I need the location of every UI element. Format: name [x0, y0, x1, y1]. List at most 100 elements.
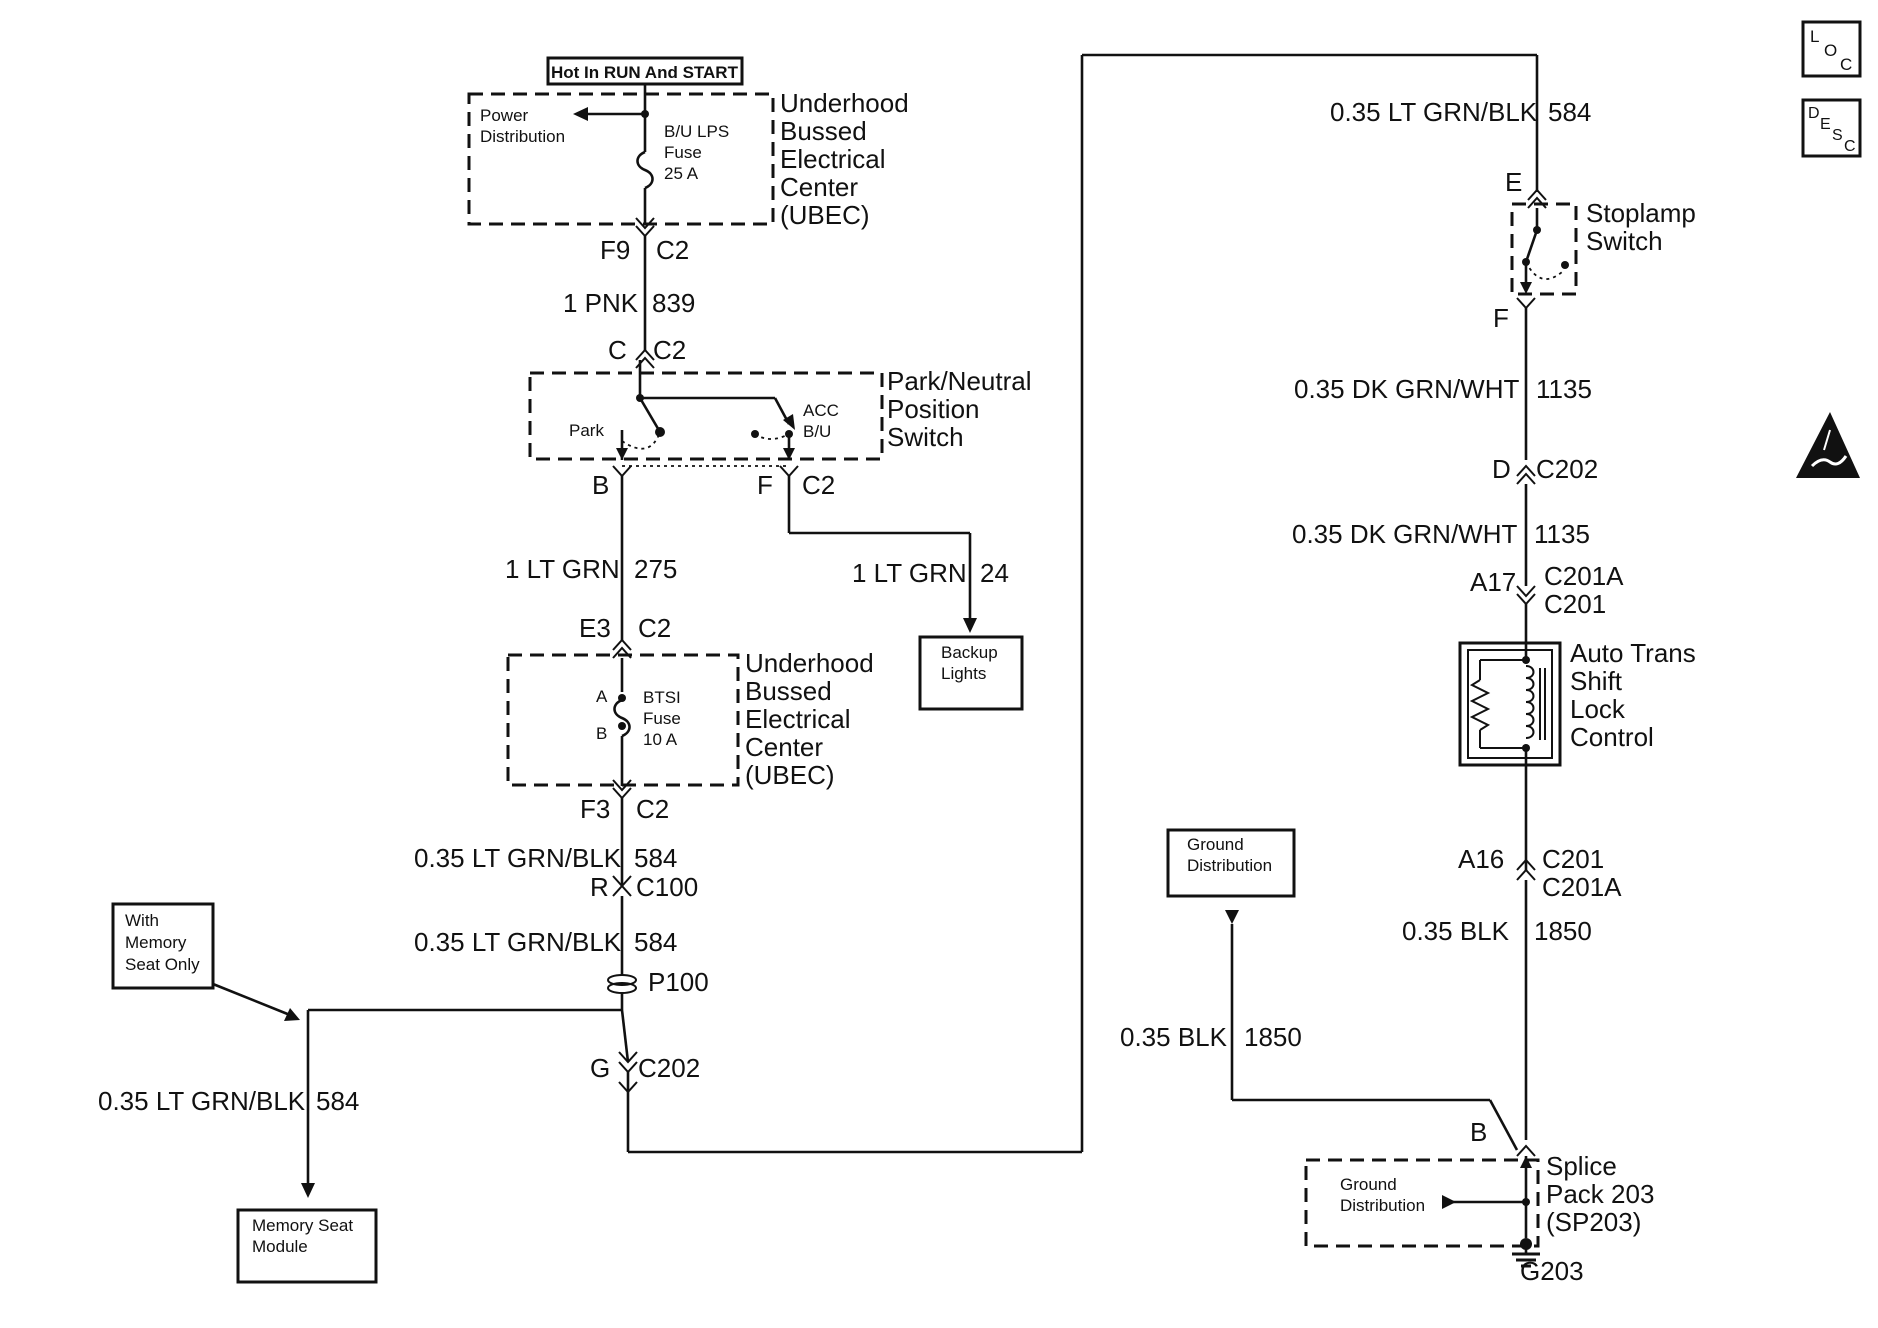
memory-seat-label-1: Memory Seat	[252, 1216, 353, 1235]
svg-text:D: D	[1808, 105, 1820, 122]
dgw-circuit-label-1: 1135	[1536, 374, 1592, 404]
park-label: Park	[569, 421, 604, 440]
shift-lock-coil	[1525, 665, 1535, 739]
svg-text:C: C	[1840, 55, 1852, 74]
blk-circuit-label-1: 1850	[1534, 916, 1592, 946]
svg-text:C: C	[1844, 138, 1856, 155]
stoplamp-label-1: Stoplamp	[1586, 198, 1696, 228]
lgb-circuit-label-2: 584	[634, 927, 677, 957]
c100-label: C100	[636, 872, 698, 902]
shift-lock-resistor	[1469, 679, 1491, 731]
c2-label-a: C2	[656, 235, 689, 265]
with-memory-label-3: Seat Only	[125, 955, 200, 974]
blk-circuit-label-2: 1850	[1244, 1022, 1302, 1052]
p100-label: P100	[648, 967, 709, 997]
splice-label-1: Splice	[1546, 1151, 1617, 1181]
conn-d-label: D	[1492, 454, 1511, 484]
ats-label-3: Lock	[1570, 694, 1626, 724]
with-memory-seat-box	[111, 902, 215, 990]
ubec-top-label-1: Underhood	[780, 88, 909, 118]
backup-lights-box	[918, 635, 1024, 711]
conn-b-label: B	[592, 470, 609, 500]
backup-lights-label-1: Backup	[941, 643, 998, 662]
pnk-circuit-label: 839	[652, 288, 695, 318]
conn-e-label: E	[1505, 167, 1522, 197]
pnk-wire-label: 1 PNK	[563, 288, 639, 318]
with-memory-label-1: With	[125, 911, 159, 930]
gd2-label-1: Ground	[1340, 1175, 1397, 1194]
ats-label-1: Auto Trans	[1570, 638, 1696, 668]
splice-pack-box	[1304, 1158, 1540, 1248]
backup-lights-label-2: Lights	[941, 664, 986, 683]
park-neutral-switch-box	[528, 371, 884, 461]
esd-warning-icon	[1796, 412, 1860, 478]
btsi-fuse	[613, 698, 631, 738]
c202-label-b: C202	[1536, 454, 1598, 484]
acc-label: ACC	[803, 401, 839, 420]
power-dist-label-1: Power	[480, 106, 529, 125]
ground-distribution-box	[1166, 828, 1296, 898]
btsi-label-2: Fuse	[643, 709, 681, 728]
ltgrn-circuit-label-1: 275	[634, 554, 677, 584]
c202-label-a: C202	[638, 1053, 700, 1083]
power-dist-label-2: Distribution	[480, 127, 565, 146]
conn-b2-label: B	[596, 724, 607, 743]
lgb-circuit-label-3: 584	[316, 1086, 359, 1116]
dgw-wire-label-1: 0.35 DK GRN/WHT	[1294, 374, 1519, 404]
p100-grommet	[607, 974, 637, 986]
g203-label: G203	[1520, 1256, 1584, 1286]
e3-label: E3	[579, 613, 611, 643]
lgb-wire-label-3: 0.35 LT GRN/BLK	[98, 1086, 306, 1116]
desc-icon[interactable]: D E S C	[1801, 98, 1862, 158]
ground-dist-label-2: Distribution	[1187, 856, 1272, 875]
bu-lps-label-1: B/U LPS	[664, 122, 729, 141]
conn-a-label: A	[596, 687, 608, 706]
ground-dist-arrow	[1442, 1195, 1456, 1209]
bu-lps-fuse	[636, 150, 654, 190]
c2-label-b: C2	[653, 335, 686, 365]
dgw-circuit-label-2: 1135	[1534, 519, 1590, 549]
conn-c-label: C	[608, 335, 627, 365]
memory-seat-module-box	[236, 1208, 378, 1284]
ubec-bottom-label-5: (UBEC)	[745, 760, 835, 790]
ubec-top-label-3: Electrical	[780, 144, 885, 174]
ubec-top-label-4: Center	[780, 172, 858, 202]
bu-lps-label-3: 25 A	[664, 164, 699, 183]
pnp-label-3: Switch	[887, 422, 964, 452]
ubec-bottom-label-2: Bussed	[745, 676, 832, 706]
memory-seat-label-2: Module	[252, 1237, 308, 1256]
ubec-bottom-label-1: Underhood	[745, 648, 874, 678]
svg-text:O: O	[1824, 41, 1837, 60]
c201-label-a: C201	[1544, 589, 1606, 619]
ltgrn-wire-label-2: 1 LT GRN	[852, 558, 967, 588]
splice-label-3: (SP203)	[1546, 1207, 1641, 1237]
lgb-circuit-label-4: 584	[1548, 97, 1591, 127]
c201a-label-b: C201A	[1542, 872, 1622, 902]
lgb-circuit-label-1: 584	[634, 843, 677, 873]
ground-dist-label-1: Ground	[1187, 835, 1244, 854]
lgb-wire-label-1: 0.35 LT GRN/BLK	[414, 843, 622, 873]
lgb-wire-label-2: 0.35 LT GRN/BLK	[414, 927, 622, 957]
c2-label-c: C2	[802, 470, 835, 500]
ats-label-4: Control	[1570, 722, 1654, 752]
conn-b3-label: B	[1470, 1117, 1487, 1147]
loc-icon[interactable]: L O C	[1801, 20, 1862, 78]
gd2-label-2: Distribution	[1340, 1196, 1425, 1215]
bu-label: B/U	[803, 422, 831, 441]
ltgrn-wire-label-1: 1 LT GRN	[505, 554, 620, 584]
power-dist-arrow	[573, 107, 588, 121]
c2-label-d: C2	[638, 613, 671, 643]
conn-r-label: R	[590, 872, 609, 902]
splice-label-2: Pack 203	[1546, 1179, 1654, 1209]
svg-text:L: L	[1810, 27, 1819, 46]
svg-text:E: E	[1820, 116, 1831, 133]
a16-label: A16	[1458, 844, 1504, 874]
lgb-wire-label-4: 0.35 LT GRN/BLK	[1330, 97, 1538, 127]
ubec-top-label-2: Bussed	[780, 116, 867, 146]
ubec-bottom-label-3: Electrical	[745, 704, 850, 734]
ubec-bottom-label-4: Center	[745, 732, 823, 762]
f3-label: F3	[580, 794, 610, 824]
conn-f2-label: F	[1493, 303, 1509, 333]
ubec-top-box	[467, 92, 775, 226]
